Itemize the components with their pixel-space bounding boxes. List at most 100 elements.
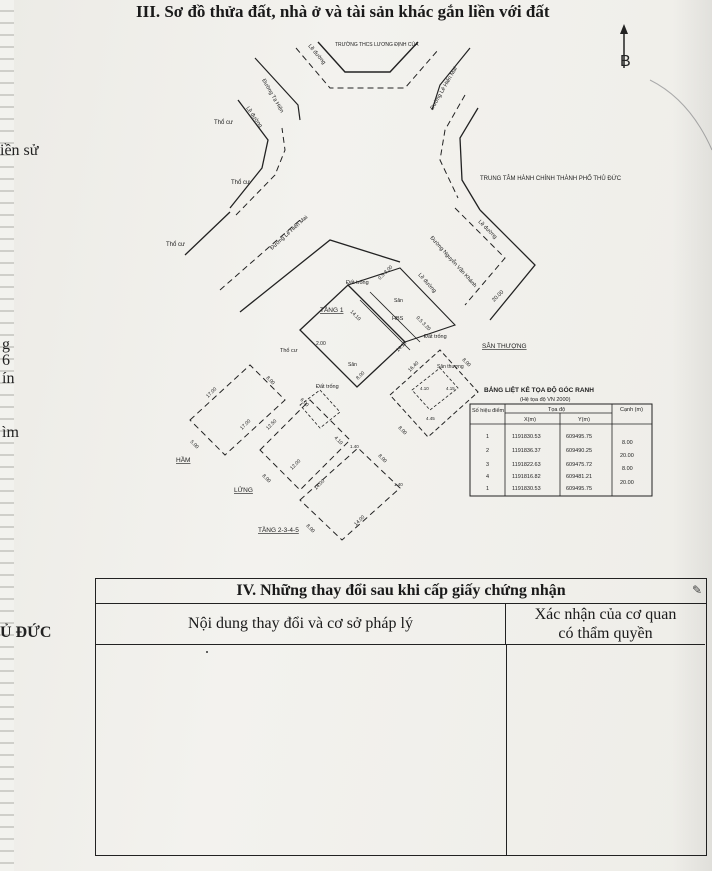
- school-label: TRƯỜNG THCS LƯƠNG ĐỊNH CỦA: [335, 41, 419, 48]
- dim-label: 0.5 3.00: [377, 264, 394, 281]
- dim-label: 8.00: [305, 523, 316, 534]
- hbs-label: HBS: [392, 316, 404, 322]
- north-arrow-icon: B: [620, 24, 631, 70]
- street-label: Đường Lê Hiến Mai: [430, 66, 459, 111]
- dim-label: 1.40: [350, 444, 359, 449]
- table-cell: 1: [486, 486, 489, 492]
- pencil-mark-icon: ✎: [692, 583, 702, 598]
- column-header-content: Nội dung thay đổi và cơ sở pháp lý: [96, 603, 506, 645]
- table-cell: 1191836.37: [512, 448, 541, 454]
- coordinate-table: BẢNG LIỆT KÊ TỌA ĐỘ GÓC RANH (Hệ tọa độ …: [469, 385, 653, 497]
- floor-label: TẦNG 2-3-4-5: [258, 524, 299, 534]
- floor-label: LỬNG: [234, 485, 253, 494]
- col-header: Số hiệu điểm: [472, 407, 505, 414]
- yard-label: Sân: [394, 298, 403, 304]
- table-cell: 3: [486, 462, 489, 468]
- table-cell: 4: [486, 474, 489, 480]
- col-header: X(m): [524, 417, 536, 423]
- section-iv-heading: IV. Những thay đổi sau khi cấp giấy chứn…: [96, 579, 706, 604]
- table-subtitle: (Hệ tọa độ VN 2000): [520, 397, 571, 403]
- dim-label: 4.45: [426, 416, 435, 421]
- dim-label: 1.40: [394, 482, 403, 487]
- dim-label: 8.00: [461, 357, 472, 368]
- dim-label: 14.00: [313, 478, 326, 491]
- empty-land-label: Đất trống: [346, 280, 369, 286]
- dim-label: 17.00: [239, 418, 252, 431]
- table-cell: 609490.25: [566, 448, 592, 454]
- floor-label: TẦNG 1: [320, 304, 344, 314]
- parcel-outline: [299, 284, 406, 388]
- dim-label: 8.00: [261, 473, 272, 484]
- section-iii-heading: III. Sơ đồ thửa đất, nhà ở và tài sản kh…: [136, 2, 550, 21]
- tho-cu-label: Thổ cư: [231, 179, 250, 186]
- curb-label: Lề đường: [244, 106, 263, 129]
- dim-label: 6.00: [299, 397, 310, 408]
- admin-center-label: TRUNG TÂM HÀNH CHÍNH THÀNH PHỐ THỦ ĐỨC: [480, 175, 622, 182]
- table-cell: 1191816.82: [512, 474, 541, 480]
- margin-text: ín: [2, 370, 15, 387]
- table-cell: 609495.75: [566, 434, 592, 440]
- street-label: Đường Nguyễn Văn Khánh: [429, 235, 479, 289]
- dim-label: 8.00: [355, 370, 366, 381]
- dim-label: 8.00: [377, 453, 388, 464]
- land-plot-diagram: B TRƯỜNG THCS LƯƠNG ĐỊNH CỦA Đường Tạ Hi…: [166, 24, 712, 541]
- tho-cu-label: Thổ cư: [280, 347, 298, 354]
- margin-text: ìm: [2, 424, 19, 441]
- column-divider: [506, 645, 507, 855]
- empty-land-label: Đất trống: [424, 334, 447, 340]
- changes-table: IV. Những thay đổi sau khi cấp giấy chứn…: [95, 578, 707, 856]
- dim-label: 4.10: [333, 435, 344, 446]
- street-label: Đường Tạ Hiện: [260, 78, 284, 114]
- column-header-confirmation: Xác nhận của cơ quan có thẩm quyền: [506, 603, 705, 645]
- floor-label: SÂN THƯỢNG: [482, 341, 527, 350]
- dim-label: 20.00: [491, 289, 505, 303]
- table-cell: 609481.21: [566, 474, 592, 480]
- curb-label: Lề đường: [477, 219, 498, 240]
- binding-strip: [0, 0, 14, 871]
- yard-label: Sân: [348, 362, 357, 368]
- curb-label: Lề đường: [417, 272, 438, 294]
- column-header-line: Xác nhận của cơ quan: [534, 606, 677, 623]
- dim-label: 12.50: [265, 418, 278, 431]
- dim-label: 0.5 3.20: [415, 315, 432, 332]
- dim-label: 17.00: [205, 386, 218, 399]
- dim-label: 4.10: [420, 386, 429, 391]
- col-header: Y(m): [578, 417, 590, 423]
- school-block: [317, 41, 419, 73]
- dim-label: 16.40: [407, 360, 420, 373]
- street-label: Đường Lê Hiến Mai: [269, 215, 309, 252]
- floor-label: HẦM: [176, 454, 190, 464]
- table-cell: 8.00: [622, 466, 633, 472]
- table-cell: 1191830.53: [512, 486, 541, 492]
- col-header: Cạnh (m): [620, 407, 643, 413]
- page-edge: [649, 79, 712, 151]
- dim-label: 14.00: [353, 514, 366, 527]
- table-cell: 2: [486, 448, 489, 454]
- margin-text: Ủ ĐỨC: [0, 624, 52, 641]
- curb-label: Lề đường: [306, 43, 326, 65]
- dim-label: 14.10: [349, 309, 362, 322]
- table-cell: 20.00: [620, 453, 634, 459]
- table-cell: 8.00: [622, 440, 633, 446]
- north-letter: B: [620, 53, 631, 70]
- table-title: BẢNG LIỆT KÊ TỌA ĐỘ GÓC RANH: [484, 385, 594, 394]
- margin-text: 6: [2, 352, 10, 369]
- ink-dot: [206, 651, 208, 653]
- col-header: Tọa độ: [548, 407, 565, 413]
- tho-cu-label: Thổ cư: [166, 241, 185, 248]
- tho-cu-label: Thổ cư: [214, 119, 233, 126]
- table-cell: 1: [486, 434, 489, 440]
- dim-label: 4.15: [446, 386, 455, 391]
- dim-label: 8.00: [265, 375, 276, 386]
- dim-label: 8.00: [397, 425, 408, 436]
- page-shadow: [672, 0, 712, 871]
- dim-label: 2.00: [316, 341, 326, 347]
- table-cell: 609475.72: [566, 462, 592, 468]
- dim-label: 5.00: [189, 439, 200, 450]
- table-cell: 20.00: [620, 480, 634, 486]
- empty-land-label: Đất trống: [316, 384, 339, 390]
- terrace-label: Sân thượng: [437, 364, 464, 370]
- table-cell: 609495.75: [566, 486, 592, 492]
- margin-text: iền sử: [0, 142, 39, 159]
